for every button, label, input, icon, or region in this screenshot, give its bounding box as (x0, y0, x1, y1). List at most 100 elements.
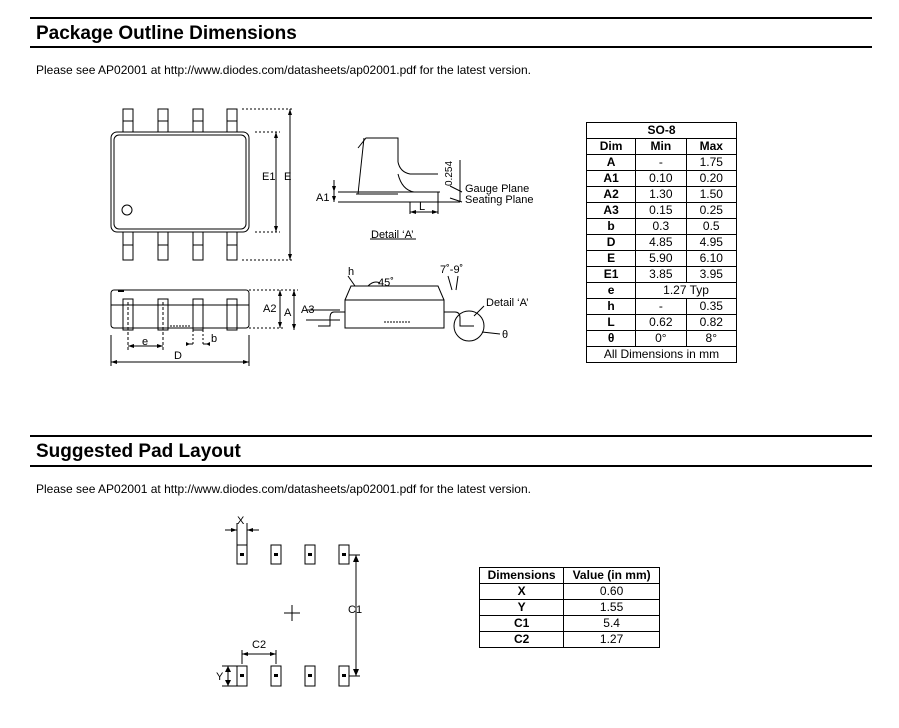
value-cell: 1.27 (563, 631, 660, 648)
label-d: D (174, 350, 182, 362)
max-cell: 1.75 (685, 154, 738, 171)
package-side-view (110, 289, 298, 366)
section-note-pad-layout: Please see AP02001 at http://www.diodes.… (36, 482, 531, 496)
label-detail-a: Detail ‘A’ (371, 229, 414, 241)
label-a3: A3 (301, 304, 314, 316)
value-cell: 1.55 (563, 599, 660, 616)
section-note-package-outline: Please see AP02001 at http://www.diodes.… (36, 63, 531, 77)
package-end-view (306, 275, 501, 342)
label-e1: E1 (262, 171, 275, 183)
dim-cell: A2 (585, 186, 637, 203)
so8-header-max: Max (685, 138, 738, 155)
section-title-pad-layout: Suggested Pad Layout (36, 441, 241, 462)
max-cell: 4.95 (685, 234, 738, 251)
section-title-package-outline: Package Outline Dimensions (36, 23, 297, 44)
dim-cell: E1 (585, 266, 637, 283)
min-cell: 3.85 (635, 266, 687, 283)
max-cell: 0.25 (685, 202, 738, 219)
min-cell: 5.90 (635, 250, 687, 267)
max-cell: 0.5 (685, 218, 738, 235)
min-cell: 0° (635, 330, 687, 347)
label-l: L (419, 201, 425, 213)
dim-cell: A3 (585, 202, 637, 219)
pad-header-dimensions: Dimensions (478, 567, 565, 584)
dim-cell: A (585, 154, 637, 171)
package-top-view (110, 108, 294, 261)
dim-cell: A1 (585, 170, 637, 187)
max-cell: 1.50 (685, 186, 738, 203)
min-cell: - (635, 298, 687, 315)
min-cell: 0.15 (635, 202, 687, 219)
dim-cell: C2 (478, 631, 565, 648)
dim-cell: θ (585, 330, 637, 347)
lead-profile-detail (333, 137, 463, 240)
dim-cell: Y (478, 599, 565, 616)
min-cell: 4.85 (635, 234, 687, 251)
label-45: 45˚ (378, 277, 394, 289)
max-cell: 0.82 (685, 314, 738, 331)
label-e-pitch: e (142, 336, 148, 348)
max-cell: 6.10 (685, 250, 738, 267)
max-cell: 0.35 (685, 298, 738, 315)
min-cell: 0.10 (635, 170, 687, 187)
pad-header-value: Value (in mm) (563, 567, 660, 584)
min-cell: 1.30 (635, 186, 687, 203)
section-top-rule (30, 17, 872, 19)
dim-cell: L (585, 314, 637, 331)
value-cell: 5.4 (563, 615, 660, 632)
min-cell: 0.3 (635, 218, 687, 235)
so8-table-footer: All Dimensions in mm (586, 346, 737, 363)
max-cell: 8° (685, 330, 738, 347)
max-cell: 3.95 (685, 266, 738, 283)
table-row: A-1.75 (585, 154, 738, 171)
typ-cell: 1.27 Typ (635, 282, 737, 299)
value-cell: 0.60 (563, 583, 660, 600)
dim-cell: D (585, 234, 637, 251)
so8-header-min: Min (635, 138, 687, 155)
dim-cell: E (585, 250, 637, 267)
label-h: h (348, 266, 354, 278)
so8-header-dim: Dim (585, 138, 637, 155)
label-x: X (237, 515, 245, 527)
label-0254: 0.254 (444, 161, 455, 186)
min-cell: - (635, 154, 687, 171)
label-a1: A1 (316, 192, 329, 204)
label-c2: C2 (252, 639, 266, 651)
label-seating-plane: Seating Plane (465, 194, 534, 206)
label-7-9: 7˚-9˚ (440, 264, 463, 276)
label-b: b (211, 333, 217, 345)
label-e: E (284, 171, 291, 183)
table-row: h-0.35 (585, 298, 738, 315)
label-theta: θ (502, 329, 508, 341)
max-cell: 0.20 (685, 170, 738, 187)
so8-table-title: SO-8 (586, 122, 737, 139)
section-top-rule (30, 435, 872, 437)
pad-layout-drawing (222, 523, 360, 687)
label-y: Y (216, 671, 224, 683)
dim-cell: C1 (478, 615, 565, 632)
dim-cell: h (585, 298, 637, 315)
label-a: A (284, 307, 292, 319)
dim-cell: b (585, 218, 637, 235)
section-bottom-rule (30, 465, 872, 467)
min-cell: 0.62 (635, 314, 687, 331)
dim-cell: e (585, 282, 637, 299)
label-detail-a-callout: Detail ‘A’ (486, 297, 529, 309)
